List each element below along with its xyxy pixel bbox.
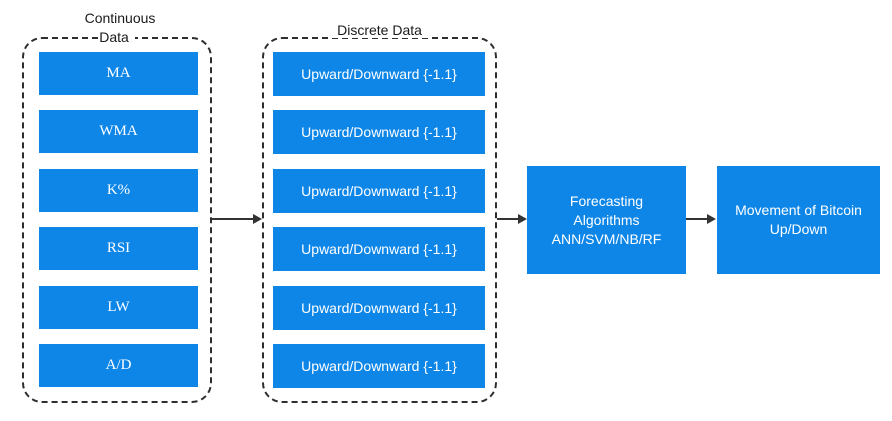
discrete-box-1: Upward/Downward {-1.1}: [273, 52, 485, 96]
indicator-box-ad: A/D: [39, 344, 198, 387]
bitcoin-movement-output-box: Movement of Bitcoin Up/Down: [717, 166, 880, 274]
discrete-data-group-title: Discrete Data: [262, 21, 497, 40]
discrete-box-5: Upward/Downward {-1.1}: [273, 286, 485, 330]
discrete-box-3: Upward/Downward {-1.1}: [273, 169, 485, 213]
continuous-data-group-title: Continuous Data: [22, 9, 212, 47]
indicator-box-wma: WMA: [39, 110, 198, 153]
indicator-box-ma: MA: [39, 52, 198, 95]
indicator-box-kpercent: K%: [39, 169, 198, 212]
arrow-discrete-to-forecasting: [497, 214, 527, 224]
indicator-box-lw: LW: [39, 286, 198, 329]
discrete-box-2: Upward/Downward {-1.1}: [273, 110, 485, 154]
discrete-data-group-title-text: Discrete Data: [331, 22, 428, 38]
discrete-box-6: Upward/Downward {-1.1}: [273, 344, 485, 388]
arrow-forecasting-to-output: [686, 214, 716, 224]
discrete-data-group: [262, 37, 497, 403]
discrete-box-4: Upward/Downward {-1.1}: [273, 227, 485, 271]
continuous-data-group-title-text: Continuous Data: [78, 10, 156, 45]
indicator-box-rsi: RSI: [39, 227, 198, 270]
arrow-continuous-to-discrete: [212, 214, 262, 224]
forecasting-algorithms-box: Forecasting Algorithms ANN/SVM/NB/RF: [527, 166, 686, 274]
